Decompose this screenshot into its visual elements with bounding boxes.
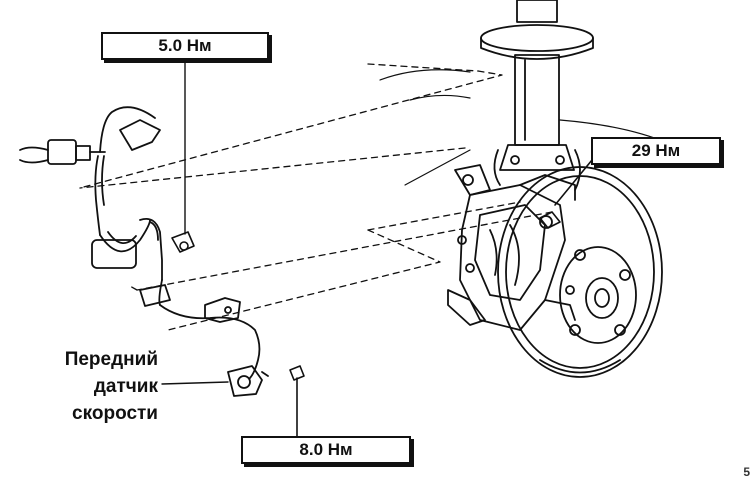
brake-disc <box>497 166 663 378</box>
page-mark: 5 <box>743 465 750 479</box>
sensor-bolt-icon <box>289 365 305 437</box>
front-speed-sensor-label: Передний датчик скорости <box>8 346 158 427</box>
torque-callout-sensor-bolt: 8.0 Нм <box>241 436 411 464</box>
torque-callout-bracket-bolt: 5.0 Нм <box>101 32 269 60</box>
strut-assembly <box>480 0 594 191</box>
body-outline <box>379 69 673 186</box>
bracket-bolt-icon <box>171 231 195 253</box>
sensor-label-line-3: скорости <box>72 403 158 424</box>
speed-sensor-icon <box>227 365 269 397</box>
sensor-label-line-1: Передний <box>64 349 158 370</box>
callout-leaders <box>161 61 229 385</box>
sensor-label-line-2: датчик <box>93 376 158 397</box>
brake-caliper <box>447 164 576 331</box>
dashed-guide-lines <box>79 63 553 331</box>
caliper-bolt-icon <box>539 159 593 229</box>
torque-callout-caliper-bolt: 29 Нм <box>591 137 721 165</box>
sensor-wire-harness <box>19 106 261 379</box>
